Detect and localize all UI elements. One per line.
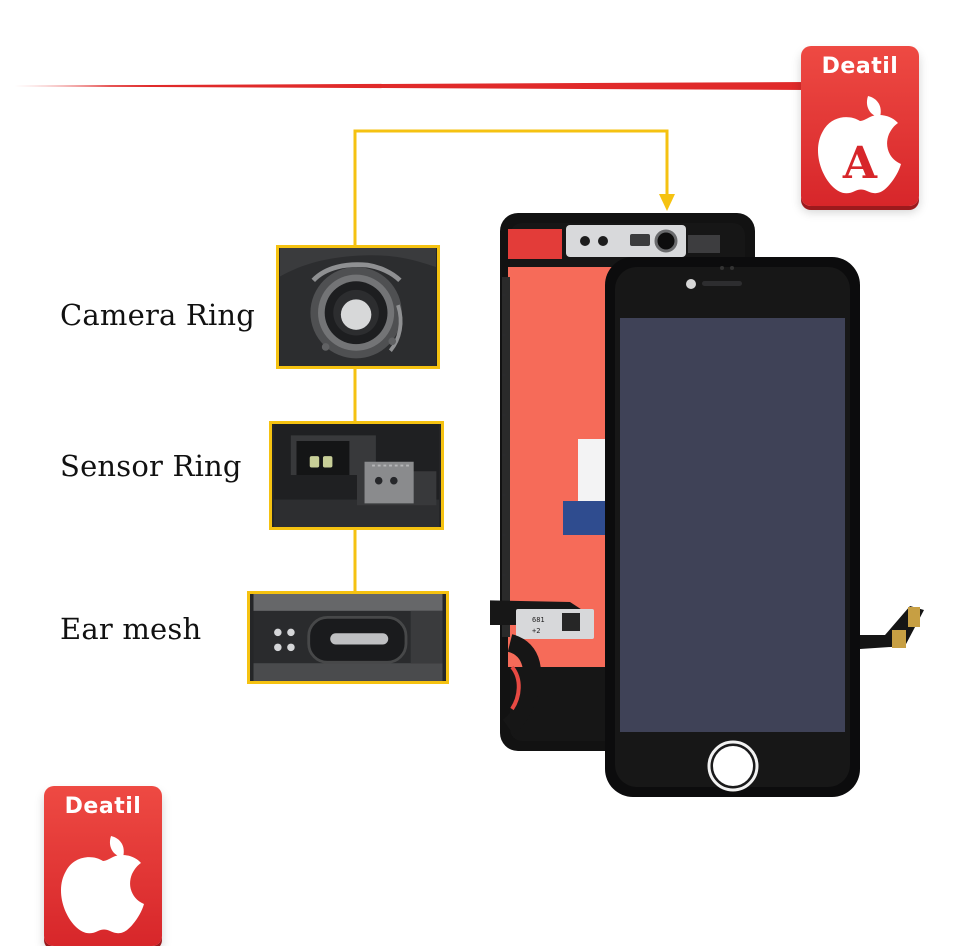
flex-cable: 681 +2 — [490, 600, 924, 735]
apple-logo-icon: A — [817, 96, 901, 194]
flex-label-text: +2 — [532, 627, 540, 635]
phone-front — [605, 257, 860, 797]
apple-logo-icon — [60, 836, 144, 934]
badge-label: Deatil — [64, 794, 142, 819]
camera-ring-photo — [276, 245, 440, 369]
camera-ring-label: Camera Ring — [60, 298, 256, 332]
detail-badge-top: Deatil A — [801, 46, 919, 206]
flex-label-text: 681 — [532, 616, 545, 624]
top-red-rule — [14, 82, 810, 90]
badge-label: Deatil — [821, 54, 899, 79]
ear-mesh-photo — [247, 591, 449, 684]
sensor-ring-photo — [269, 421, 444, 530]
badge-letter: A — [842, 138, 878, 189]
detail-badge-bottom: Deatil — [44, 786, 162, 946]
lcd-assembly-image: 681 +2 — [490, 213, 924, 797]
sensor-ring-label: Sensor Ring — [60, 449, 242, 483]
ear-mesh-label: Ear mesh — [60, 612, 202, 646]
